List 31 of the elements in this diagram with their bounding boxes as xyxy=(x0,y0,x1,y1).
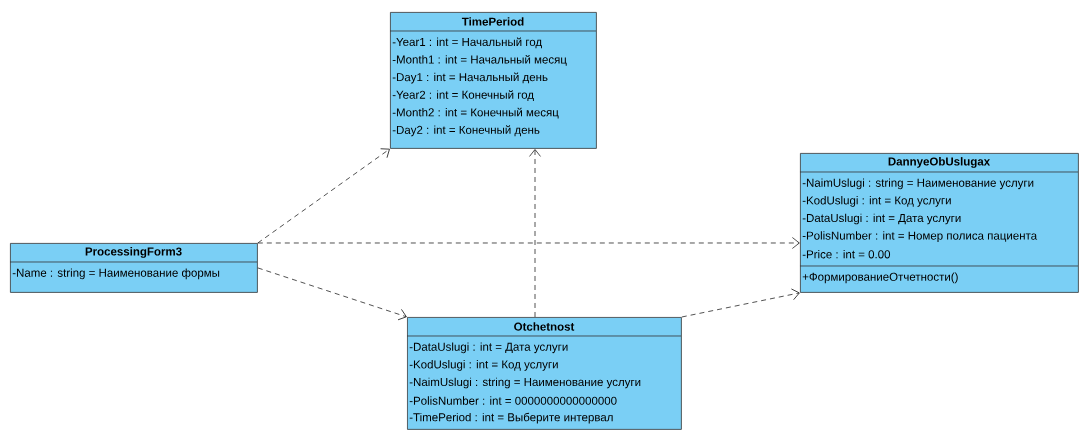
attribute-text: -PolisNumber : int = Номер полиса пациента xyxy=(802,231,1038,242)
dependency-arrow xyxy=(257,148,390,244)
class-box xyxy=(9,243,258,293)
attribute-text: -Month2 : int = Конечный месяц xyxy=(392,107,559,119)
dependency-arrow xyxy=(257,237,800,249)
attribute-text: -PolisNumber : int = 0000000000000000 xyxy=(409,396,617,405)
attribute-text: -Year2 : int = Конечный год xyxy=(392,90,534,101)
class-box xyxy=(799,153,1079,293)
attribute-text: -KodUslugi : int = Код услуги xyxy=(409,360,558,371)
class-name: TimePeriod xyxy=(461,17,524,26)
attribute-text: -KodUslugi : int = Код услуги xyxy=(802,196,951,207)
attribute-text: -NaimUslugi : string = Наименование услуги xyxy=(409,377,641,389)
class-name: ProcessingForm3 xyxy=(85,247,182,258)
attribute-text: -Month1 : int = Начальный месяц xyxy=(392,55,567,66)
attribute-text: -TimePeriod : int = Выберите интервал xyxy=(409,412,613,424)
class-name: DannyeObUslugax xyxy=(888,157,991,168)
attribute-text: -NaimUslugi : string = Наименование услуги xyxy=(802,178,1034,190)
dependency-arrow xyxy=(257,267,407,321)
attribute-text: -DataUslugi : int = Дата услуги xyxy=(802,213,961,225)
dependency-arrow xyxy=(681,288,800,318)
attribute-text: -Name : string = Наименование формы xyxy=(12,268,220,280)
attribute-text: -Day2 : int = Конечный день xyxy=(392,125,540,137)
class-box xyxy=(406,317,682,430)
dependency-arrow xyxy=(529,149,541,318)
attribute-text: -DataUslugi : int = Дата услуги xyxy=(409,342,568,354)
class-name: Otchetnost xyxy=(514,322,575,331)
attribute-text: -Day1 : int = Начальный день xyxy=(392,72,548,84)
attribute-text: -Price : int = 0.00 xyxy=(802,250,891,259)
operation-text: +ФормированиеОтчетности() xyxy=(802,272,958,284)
attribute-text: -Year1 : int = Начальный год xyxy=(392,37,542,49)
class-box xyxy=(389,12,597,149)
